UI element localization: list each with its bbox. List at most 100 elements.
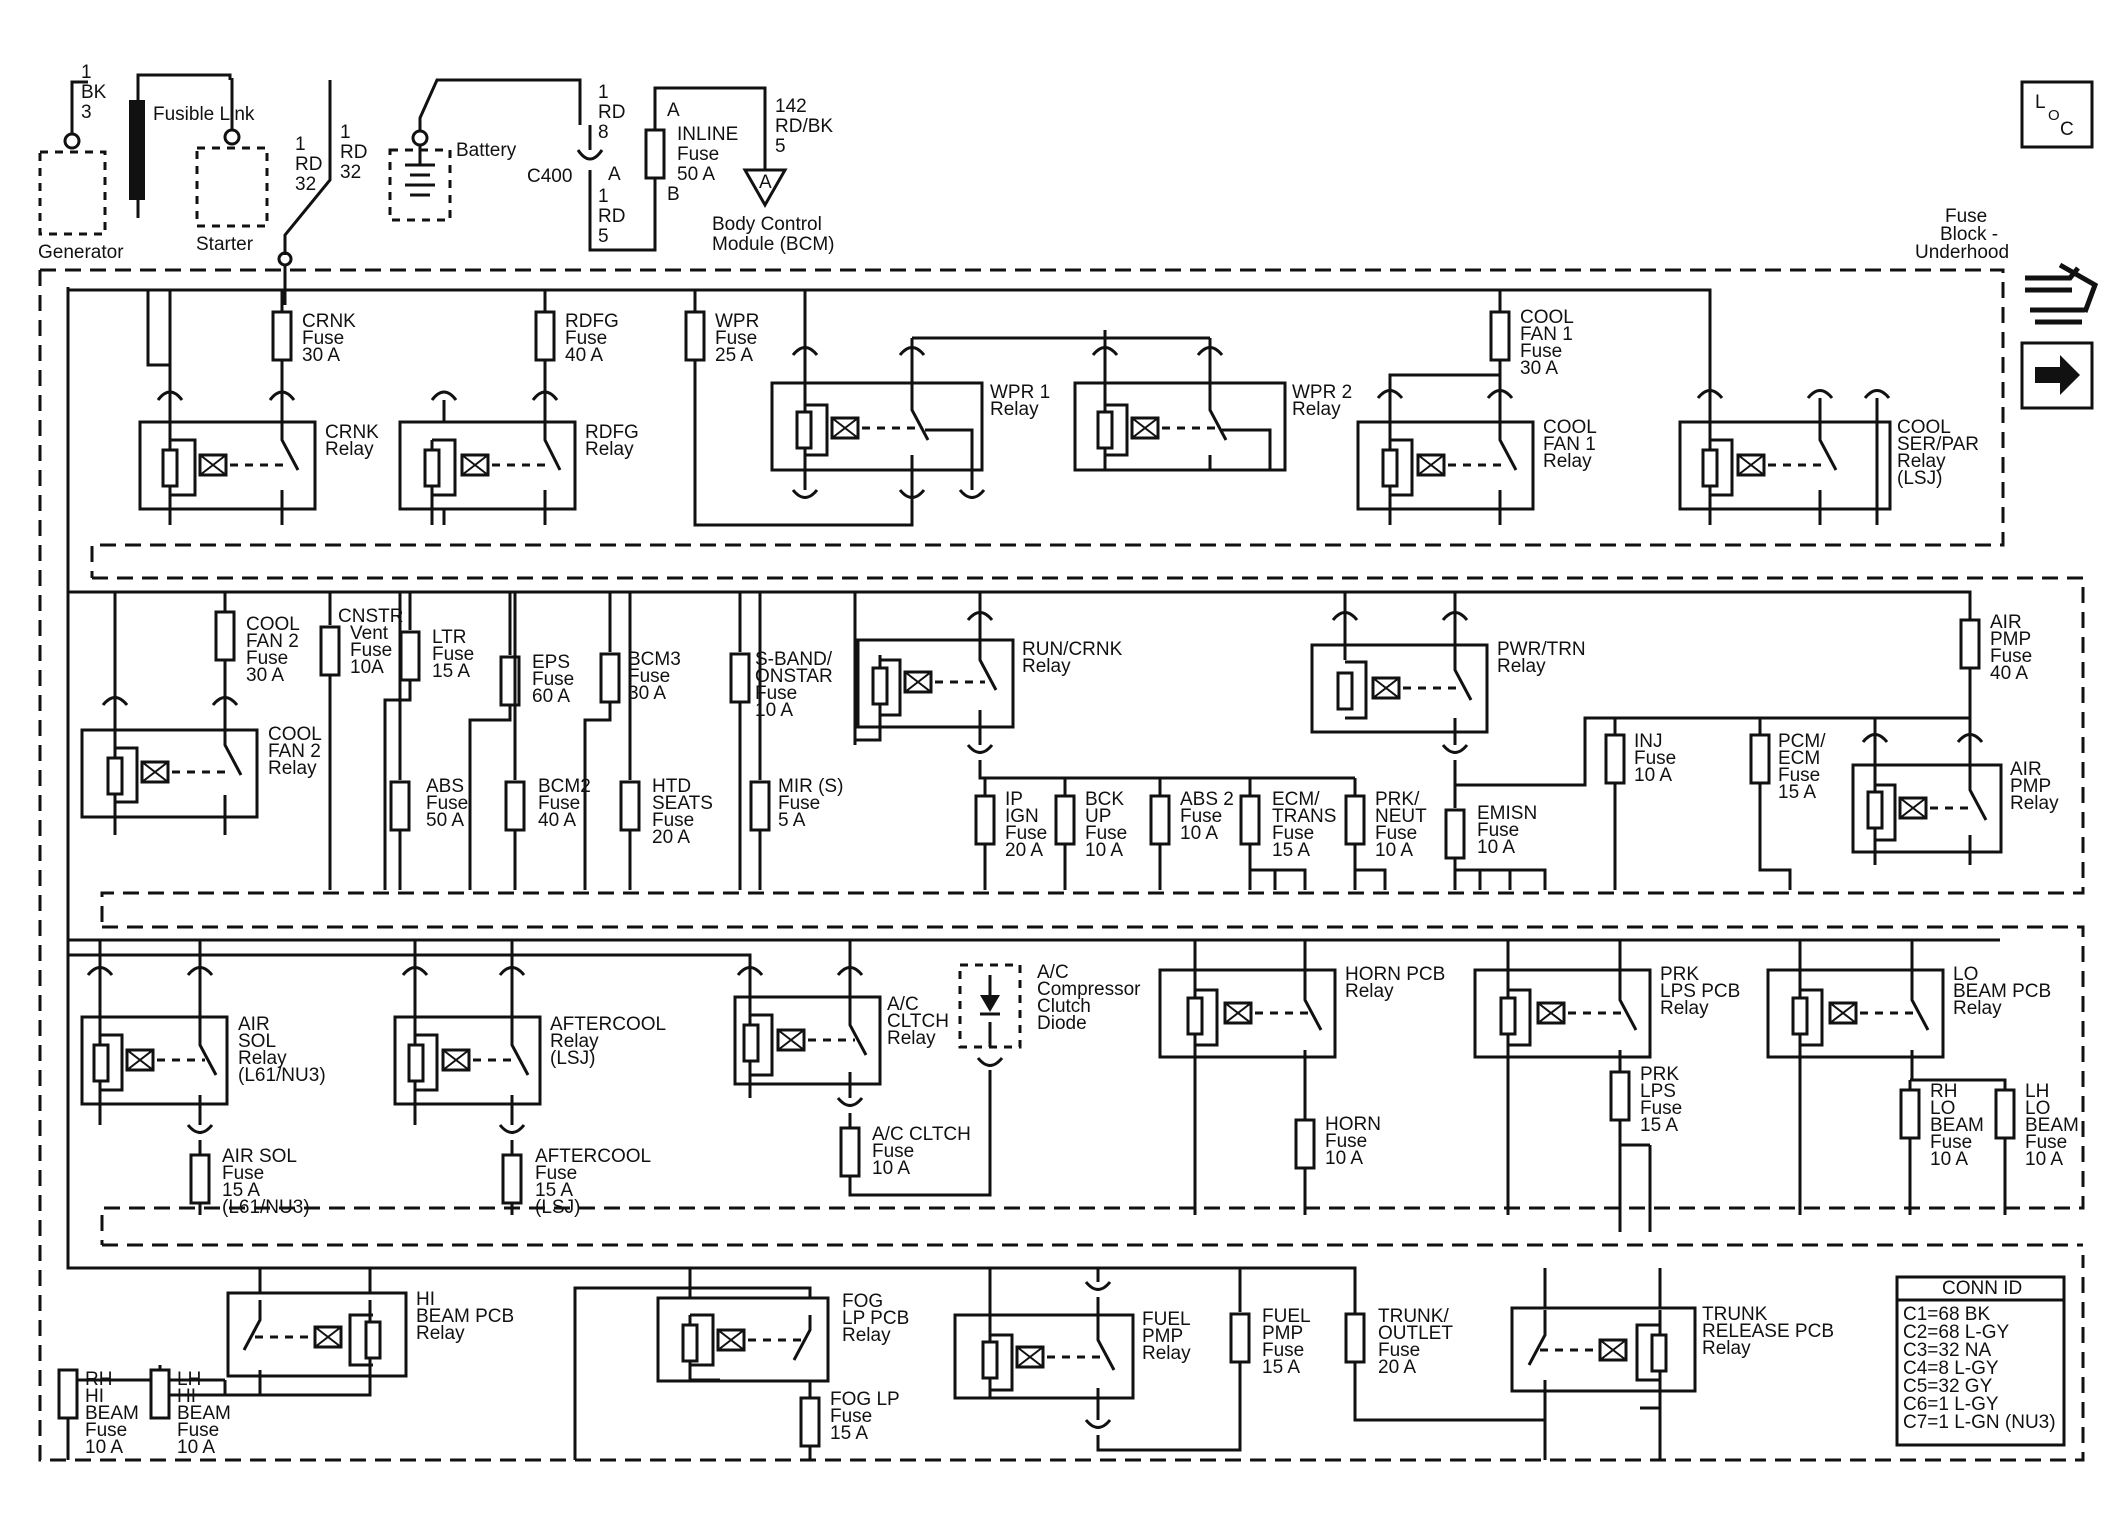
run-relay-l1: RUN/CRNK xyxy=(1022,639,1123,660)
cool-fan2-relay-l3: Relay xyxy=(268,758,317,779)
pwr-relay-l2: Relay xyxy=(1497,656,1546,677)
rd32b-32: 32 xyxy=(340,162,361,183)
row4-fog: FOG LP PCB Relay FOG LP Fuse 15 A xyxy=(573,1268,909,1460)
block-boundary xyxy=(38,268,2085,1462)
rh-hi-fuse-l2: HI xyxy=(85,1386,104,1407)
cool-fan1-fuse xyxy=(1489,310,1511,362)
air-sol-fuse-l1: AIR SOL xyxy=(222,1146,297,1167)
emisn-fuse-l1: EMISN xyxy=(1477,803,1537,824)
crnk-fuse-rating: 30 A xyxy=(302,345,340,366)
row1-rdfg: RDFG Fuse 40 A RDFG Relay xyxy=(398,290,639,525)
cool-ser-relay-l1: COOL xyxy=(1897,417,1951,438)
rh-hi-fuse-l3: BEAM xyxy=(85,1403,139,1424)
prk-neut-fuse-l4: 10 A xyxy=(1375,840,1413,861)
row3-ac-diode: A/C Compressor Clutch Diode xyxy=(958,962,1141,1067)
horn-fuse-l1: HORN xyxy=(1325,1114,1381,1135)
main-feed: 1 RD 32 xyxy=(277,80,332,305)
harness-icon xyxy=(2025,262,2099,325)
sband-fuse xyxy=(729,652,751,704)
rh-lo-fuse-l3: BEAM xyxy=(1930,1115,1984,1136)
wpr2-relay-word: Relay xyxy=(1292,399,1341,420)
bck-fuse-l4: 10 A xyxy=(1085,840,1123,861)
lh-hi-fuse-l2: HI xyxy=(177,1386,196,1407)
emisn-fuse xyxy=(1444,808,1466,860)
lh-hi-fuse-l1: LH xyxy=(177,1369,201,1390)
cool-fan1-fuse-l4: 30 A xyxy=(1520,358,1558,379)
lo-beam-relay-l1: LO xyxy=(1953,964,1978,985)
cool-fan1-fuse-l1: COOL xyxy=(1520,307,1574,328)
battery-label: Battery xyxy=(456,140,517,161)
bcm-label-1: Body Control xyxy=(712,214,822,235)
emisn-fuse-l3: 10 A xyxy=(1477,837,1515,858)
abs-fuse-l3: 50 A xyxy=(426,810,464,831)
htd-fuse xyxy=(619,780,641,832)
eps-fuse-l1: EPS xyxy=(532,652,570,673)
fog-fuse-l1: FOG LP xyxy=(830,1389,900,1410)
rd32a-32: 32 xyxy=(295,174,316,195)
htd-fuse-l1: HTD xyxy=(652,776,691,797)
air-pmp-fuse-l2: PMP xyxy=(1990,629,2031,650)
inj-fuse-l3: 10 A xyxy=(1634,765,1672,786)
air-pmp-relay-l2: PMP xyxy=(2010,776,2051,797)
fog-relay-l3: Relay xyxy=(842,1325,891,1346)
pcm-fuse-l1: PCM/ xyxy=(1778,731,1826,752)
ac-clutch-relay-l1: A/C xyxy=(887,994,919,1015)
air-sol-relay-l1: AIR xyxy=(238,1014,270,1035)
wpr-fuse-name: WPR xyxy=(715,311,759,332)
aftercool-fuse xyxy=(501,1153,523,1205)
fog-fuse-l2: Fuse xyxy=(830,1406,872,1427)
row2-inj-pcm: INJ Fuse 10 A PCM/ ECM Fuse 15 A xyxy=(1604,718,1826,890)
trunk-fuse-l2: OUTLET xyxy=(1378,1323,1453,1344)
horn-relay-l2: Relay xyxy=(1345,981,1394,1002)
cool-fan1-relay-l2: FAN 1 xyxy=(1543,434,1596,455)
ltr-fuse-l2: Fuse xyxy=(432,644,474,665)
trunk-relay-l1: TRUNK xyxy=(1702,1304,1768,1325)
ac-clutch-relay-l3: Relay xyxy=(887,1028,936,1049)
horn-fuse-l3: 10 A xyxy=(1325,1148,1363,1169)
rdfg-relay-word: Relay xyxy=(585,439,634,460)
cool-fan1-relay-l3: Relay xyxy=(1543,451,1592,472)
ltr-fuse-l1: LTR xyxy=(432,627,466,648)
row1-crnk: CRNK Fuse 30 A CRNK Relay xyxy=(138,290,379,525)
air-sol-fuse-l3: 15 A xyxy=(222,1180,260,1201)
abs2-fuse xyxy=(1149,794,1171,846)
hi-beam-relay-l2: BEAM PCB xyxy=(416,1306,514,1327)
cool-ser-relay-l3: Relay xyxy=(1897,451,1946,472)
inline-fuse: A B INLINE Fuse 50 A xyxy=(644,86,738,230)
air-sol-fuse-l4: (L61/NU3) xyxy=(222,1197,310,1218)
rdfg-fuse xyxy=(534,310,556,362)
wpr1-relay-word: Relay xyxy=(990,399,1039,420)
lh-hi-fuse-l5: 10 A xyxy=(177,1437,215,1458)
aftercool-relay-l3: (LSJ) xyxy=(550,1048,595,1069)
ecm-fuse-l4: 15 A xyxy=(1272,840,1310,861)
conn-row: C1=68 BK xyxy=(1903,1304,1990,1325)
sband-fuse-l2: ONSTAR xyxy=(755,666,833,687)
rd8-rd: RD xyxy=(598,102,625,123)
trunk-relay-l3: Relay xyxy=(1702,1338,1751,1359)
rdfg-fuse-name: RDFG xyxy=(565,311,619,332)
prk-lps-fuse-l2: LPS xyxy=(1640,1081,1676,1102)
generator: 1 BK 3 Generator xyxy=(38,62,124,263)
crnk-relay-name: CRNK xyxy=(325,422,379,443)
inline-fuse-l1: INLINE xyxy=(677,124,738,145)
run-relay-l2: Relay xyxy=(1022,656,1071,677)
pcm-fuse-l3: Fuse xyxy=(1778,765,1820,786)
ip-fuse-l2: IGN xyxy=(1005,806,1039,827)
c400-pin-a: A xyxy=(608,164,621,185)
bcm3-fuse-l2: Fuse xyxy=(628,666,670,687)
air-pmp-fuse xyxy=(1959,618,1981,670)
abs2-fuse-l3: 10 A xyxy=(1180,823,1218,844)
ecm-trans-fuse xyxy=(1239,794,1261,846)
air-sol-relay-l4: (L61/NU3) xyxy=(238,1065,326,1086)
bck-fuse-l1: BCK xyxy=(1085,789,1124,810)
bcm3-fuse xyxy=(599,652,621,704)
inline-fuse-l2: Fuse xyxy=(677,144,719,165)
air-sol-relay-l3: Relay xyxy=(238,1048,287,1069)
pcm-fuse-l2: ECM xyxy=(1778,748,1820,769)
fuel-fuse-l4: 15 A xyxy=(1262,1357,1300,1378)
starter: Starter xyxy=(195,78,269,255)
bcm-pin-a: A xyxy=(759,172,772,193)
rh-lo-fuse-l4: Fuse xyxy=(1930,1132,1972,1153)
arrow-right-icon[interactable] xyxy=(2020,341,2094,410)
nav-icons xyxy=(2020,262,2099,410)
